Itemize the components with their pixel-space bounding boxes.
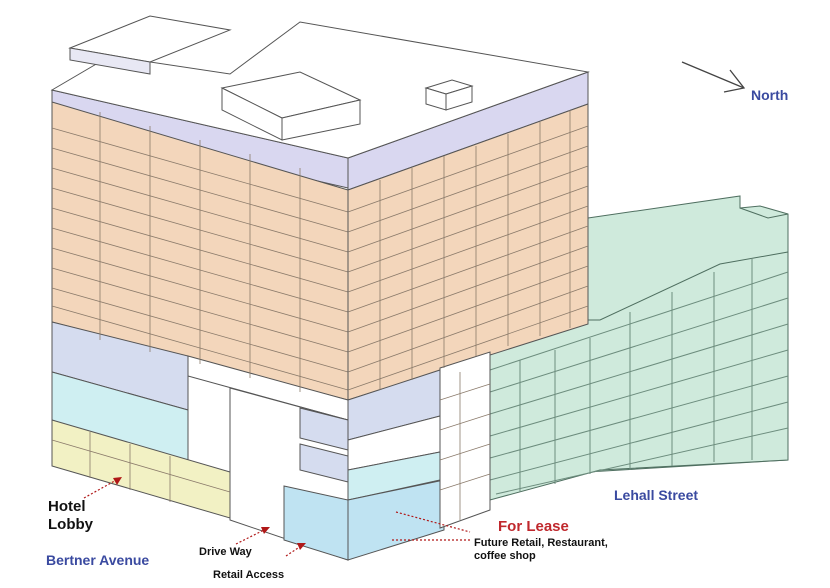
left-facade bbox=[51, 89, 349, 561]
lehall-street-label: Lehall Street bbox=[614, 487, 699, 503]
parking-garage bbox=[489, 195, 789, 501]
north-label: North bbox=[751, 87, 789, 103]
north-arrow-icon bbox=[681, 61, 746, 93]
for-lease-label: For Lease bbox=[498, 518, 569, 535]
future-retail-label-line2: coffee shop bbox=[474, 550, 536, 562]
retail-access-label: Retail Access bbox=[213, 569, 285, 581]
bertner-avenue-label: Bertner Avenue bbox=[46, 552, 150, 568]
drive-way-label: Drive Way bbox=[199, 546, 252, 558]
hotel-lobby-label-line2: Lobby bbox=[48, 516, 93, 533]
hotel-lobby-label-line1: Hotel bbox=[48, 498, 86, 515]
roof bbox=[50, 15, 789, 219]
future-retail-label-line1: Future Retail, Restaurant, bbox=[474, 537, 608, 549]
right-facade bbox=[347, 71, 589, 561]
pointer-arrowheads bbox=[113, 477, 306, 550]
